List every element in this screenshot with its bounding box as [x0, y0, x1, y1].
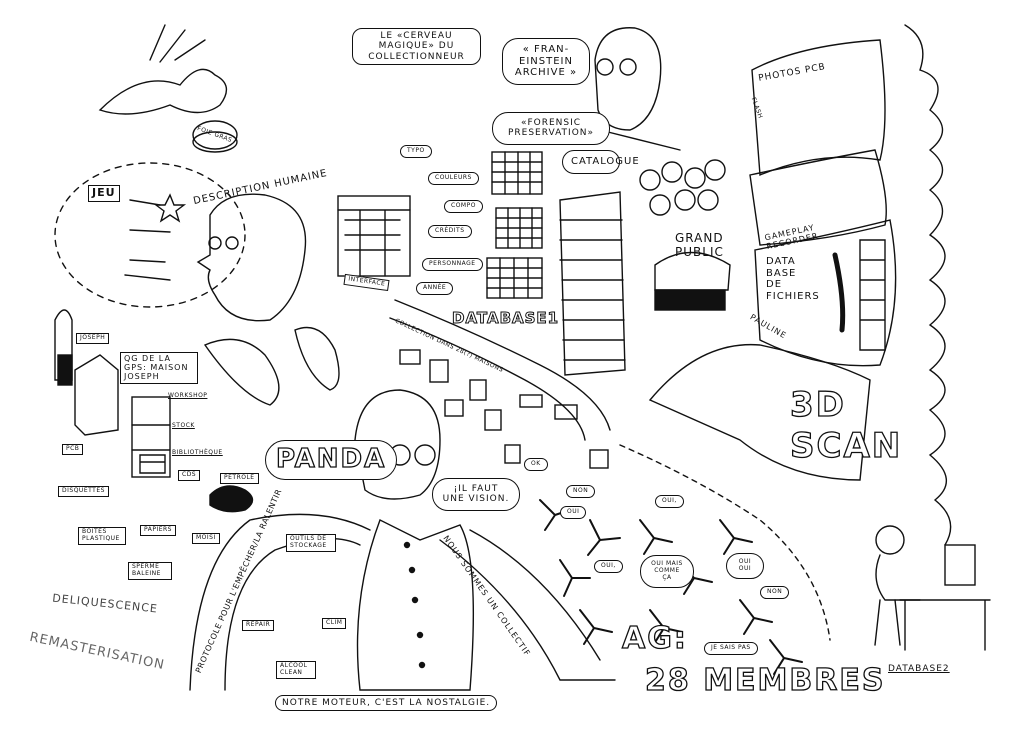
- material-disquettes: DISQUETTES: [58, 486, 109, 497]
- database-fichiers-label: DATA BASE DE FICHIERS: [766, 256, 820, 302]
- field-compo: COMPO: [444, 200, 483, 213]
- material-papiers: PAPIERS: [140, 525, 176, 536]
- database2-label: DATABASE2: [888, 664, 950, 674]
- material-petrole: PÉTROLE: [220, 473, 259, 484]
- material-boites: BOITES PLASTIQUE: [78, 527, 126, 545]
- reply-non-2: NON: [760, 586, 790, 599]
- collectif-band: [439, 539, 616, 681]
- protocol-band: [189, 513, 371, 691]
- reply-je-sais-pas: JE SAIS PAS: [704, 642, 758, 655]
- alcool-clean-label: ALCOOL CLEAN: [276, 661, 316, 679]
- crowd-figures: [539, 499, 803, 675]
- reply-oui-3: OUI,: [594, 560, 623, 573]
- interface-panel: [337, 195, 411, 277]
- crowd-faces: [639, 159, 731, 311]
- person-head-drawing: [196, 193, 307, 322]
- paper-stack: [559, 191, 626, 376]
- dashed-path: [619, 444, 831, 641]
- joseph-house-drawing: [54, 309, 171, 478]
- reply-oui-oui: OUI OUI: [726, 553, 764, 579]
- outils-stockage-label: OUTILS DE STOCKAGE: [286, 534, 336, 552]
- bird-drawing-2: [203, 338, 280, 406]
- field-typo: TYPO: [400, 145, 432, 158]
- material-cds: CDS: [178, 470, 201, 481]
- ag-title: AG:: [621, 621, 688, 656]
- database1-label: DATABASE1: [451, 309, 560, 328]
- material-sperme-baleine: SPERME BALEINE: [128, 562, 172, 580]
- nostalgie-bubble: NOTRE MOTEUR, C'EST LA NOSTALGIE.: [275, 695, 498, 712]
- archivist-drawing: [594, 27, 681, 151]
- reply-ok: OK: [524, 458, 548, 471]
- grand-public-label: GRAND PUBLIC: [675, 231, 724, 259]
- field-credits: CRÉDITS: [428, 225, 472, 238]
- clim-label: CLIM: [322, 618, 347, 629]
- jeu-box-label: JEU: [88, 185, 120, 202]
- reply-oui-mais: OUI MAIS COMME ÇA: [640, 555, 694, 588]
- dashed-cloud: [54, 162, 246, 308]
- bird-drawing: [98, 24, 238, 153]
- repair-label: REPAIR: [242, 620, 275, 631]
- bibliotheque-label: BIBLIOTHÈQUE: [172, 449, 223, 456]
- material-moisi: MOISI: [192, 533, 220, 544]
- joseph-label: JOSEPH: [76, 333, 110, 344]
- reply-oui-2: OUI,: [655, 495, 684, 508]
- forensic-bubble: «FORENSIC PRESERVATION»: [492, 112, 610, 145]
- data-tables: [486, 151, 543, 299]
- central-man-drawing: [354, 389, 475, 691]
- catalogue-bubble: CATALOGUE: [562, 150, 639, 174]
- houses: [399, 349, 609, 469]
- reply-non: NON: [566, 485, 596, 498]
- qg-label: QG DE LA GPS: MAISON JOSEPH: [120, 352, 198, 384]
- oil-blob: [209, 485, 254, 513]
- stock-label: STOCK: [172, 422, 195, 429]
- panda-bubble: PANDA: [265, 440, 398, 480]
- collection-ribbon: [394, 299, 611, 431]
- workshop-label: WORKSHOP: [168, 392, 208, 399]
- bird-drawing-3: [294, 326, 340, 391]
- right-panel-drawing: [648, 39, 897, 481]
- ag-members: 28 MEMBRES: [644, 663, 886, 698]
- material-pcb: PCB: [62, 444, 84, 455]
- 3d-scan-label: 3D SCAN: [789, 384, 903, 466]
- franeinstein-bubble: « FRAN-EINSTEIN ARCHIVE »: [502, 38, 590, 85]
- field-annee: ANNÉE: [416, 282, 454, 295]
- brain-cloud-label: LE «CERVEAU MAGIQUE» DU COLLECTIONNEUR: [352, 28, 481, 66]
- arrows: [124, 199, 171, 281]
- reply-oui: OUI: [560, 506, 587, 519]
- ribbon: [904, 24, 952, 546]
- star-icon: [153, 193, 187, 223]
- computer-user-drawing: [874, 525, 991, 651]
- field-personnage: PERSONNAGE: [422, 258, 483, 271]
- vision-bubble: ¡IL FAUT UNE VISION.: [432, 478, 520, 511]
- field-couleurs: COULEURS: [428, 172, 479, 185]
